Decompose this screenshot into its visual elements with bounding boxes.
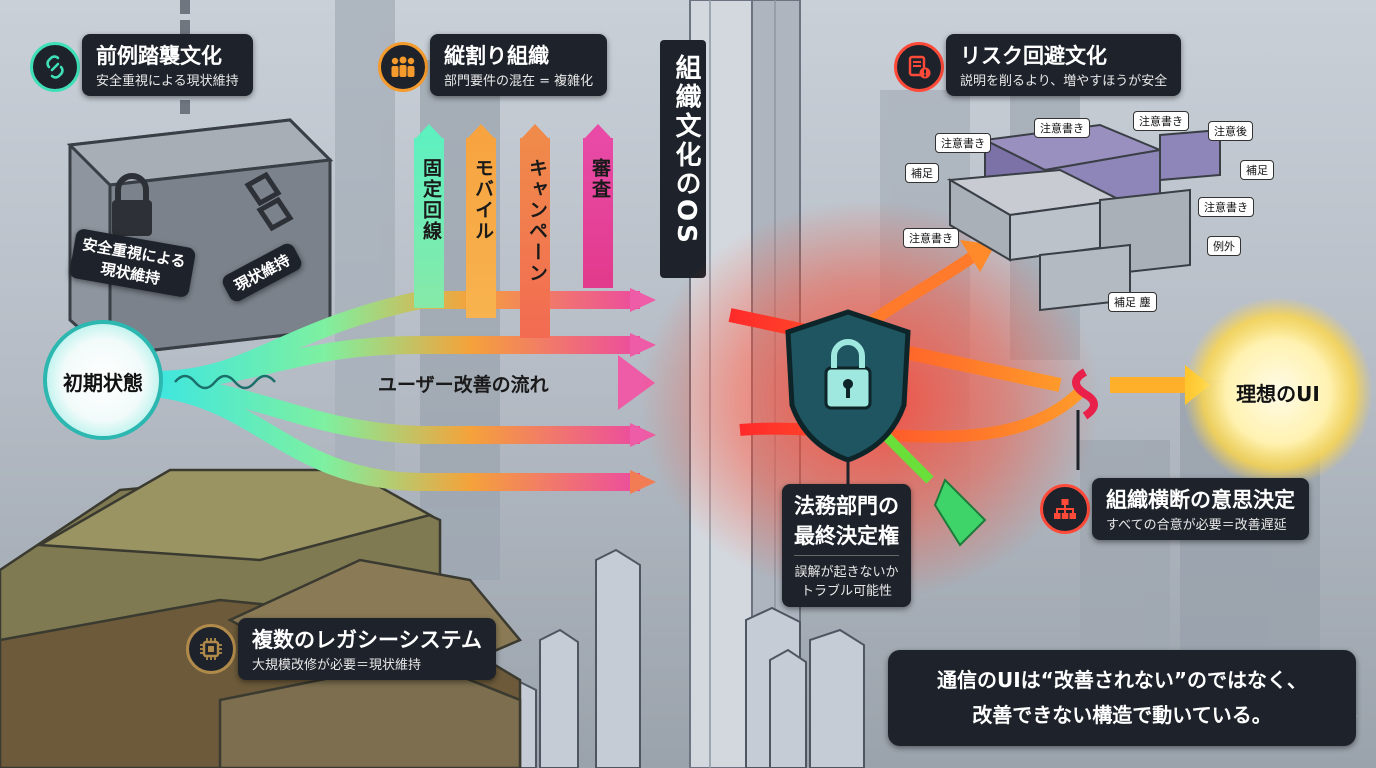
risk-tag: 注意書き — [1198, 197, 1254, 217]
goal-glow — [1183, 297, 1373, 487]
channel-review: 審査 — [589, 158, 611, 200]
legal-title-line1: 法務部門の — [794, 494, 899, 518]
main-flow — [153, 288, 656, 494]
conclusion-line2: 改善できない構造で動いている。 — [972, 703, 1272, 727]
os-pillar-label: 組織文化のOS — [671, 54, 701, 246]
link-icon-circle — [30, 42, 80, 92]
risk-tag: 補足 — [1240, 160, 1274, 180]
channel-fixed-line: 固定回線 — [420, 158, 442, 242]
start-node-label: 初期状態 — [63, 370, 143, 395]
stone-block — [66, 0, 334, 357]
document-warning-icon-circle — [894, 42, 944, 92]
cross-org-subtitle: すべての合意が必要＝改善遅延 — [1106, 518, 1287, 533]
risk-subtitle: 説明を削るより、増やすほうが安全 — [960, 74, 1168, 89]
legacy-label: 複数のレガシーシステム 大規模改修が必要＝現状維持 — [238, 618, 496, 680]
start-node: 初期状態 — [48, 356, 158, 406]
legal-sub-line1: 誤解が起きないか — [794, 565, 899, 580]
cross-org-label: 組織横断の意思決定 すべての合意が必要＝改善遅延 — [1092, 478, 1309, 540]
shield — [785, 309, 911, 490]
silo-label: 縦割り組織 部門要件の混在 = 複雑化 — [430, 34, 608, 96]
risk-tag: 例外 — [1207, 236, 1241, 256]
channel-mobile: モバイル — [472, 158, 494, 242]
goal-node: 理想のUI — [1218, 367, 1338, 417]
risk-tag: 注意後 — [1208, 121, 1253, 141]
risk-tag: 補足 — [905, 163, 939, 183]
risk-tag: 補足 塵 — [1108, 292, 1157, 312]
chip-icon-circle — [186, 624, 236, 674]
risk-title: リスク回避文化 — [960, 44, 1107, 68]
silo-channels — [414, 124, 613, 338]
crystals — [504, 548, 865, 768]
silo-subtitle: 部門要件の混在 = 複雑化 — [444, 74, 594, 89]
precedent-subtitle: 安全重視による現状維持 — [96, 74, 239, 89]
start-ring — [43, 320, 163, 440]
legal-sub-line2: トラブル可能性 — [800, 584, 892, 599]
link-icon — [46, 55, 64, 79]
goal-node-label: 理想のUI — [1236, 381, 1320, 406]
precedent-label: 前例踏襲文化 安全重視による現状維持 — [82, 34, 253, 96]
legacy-subtitle: 大規模改修が必要＝現状維持 — [252, 658, 422, 673]
org-chart-icon-circle — [1040, 484, 1090, 534]
legal-title-line2: 最終決定権 — [794, 524, 899, 548]
document-warning-icon — [908, 55, 931, 79]
risk-label: リスク回避文化 説明を削るより、増やすほうが安全 — [946, 34, 1182, 96]
people-icon-circle — [378, 42, 428, 92]
channel-campaign: キャンペーン — [526, 158, 548, 284]
precedent-title: 前例踏襲文化 — [96, 44, 222, 68]
conclusion-box: 通信のUIは“改善されない”のではなく、 改善できない構造で動いている。 — [888, 650, 1356, 746]
legal-label: 法務部門の 最終決定権 誤解が起きないか トラブル可能性 — [782, 484, 911, 607]
people-icon — [391, 56, 415, 77]
main-flow-label: ユーザー改善の流れ — [378, 374, 549, 396]
risk-tag: 注意書き — [903, 228, 959, 248]
risk-tag: 注意書き — [1034, 118, 1090, 138]
silo-title: 縦割り組織 — [444, 44, 549, 68]
risk-tag: 注意書き — [1133, 111, 1189, 131]
conclusion-line1: 通信のUIは“改善されない”のではなく、 — [937, 668, 1307, 692]
chip-icon — [200, 638, 222, 660]
org-chart-icon — [1054, 499, 1076, 519]
risk-tag: 注意書き — [935, 133, 991, 153]
cross-org-title: 組織横断の意思決定 — [1106, 488, 1295, 512]
legacy-title: 複数のレガシーシステム — [252, 628, 482, 652]
